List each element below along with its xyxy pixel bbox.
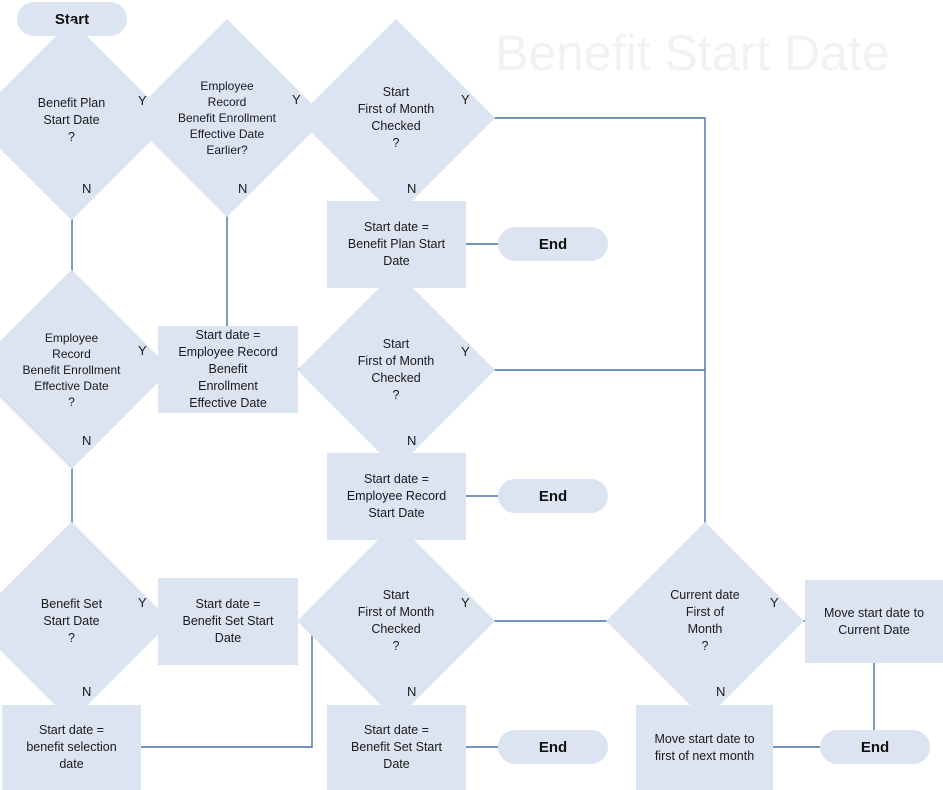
branch-label-n6: N: [82, 684, 92, 699]
terminator-end-4[interactable]: End: [820, 730, 930, 764]
branch-label-y3: Y: [461, 92, 470, 107]
process-move-to-current-date[interactable]: Move start date to Current Date: [805, 580, 943, 663]
process-move-to-first-of-next-month[interactable]: Move start date to first of next month: [636, 705, 773, 790]
branch-label-n4: N: [82, 433, 92, 448]
branch-label-n1: N: [82, 181, 92, 196]
decision-label: Employee Record Benefit Enrollment Effec…: [22, 330, 121, 409]
decision-label: Employee Record Benefit Enrollment Effec…: [177, 79, 277, 157]
decision-label: Start First of Month Checked ?: [357, 85, 435, 150]
process-start-date-benefit-set-2[interactable]: Start date = Benefit Set Start Date: [327, 705, 466, 790]
branch-label-n3: N: [407, 181, 417, 196]
branch-label-n2: N: [238, 181, 248, 196]
decision-label: Start First of Month Checked ?: [357, 337, 435, 402]
branch-label-y4: Y: [138, 343, 147, 358]
process-start-date-employee-record-effective[interactable]: Start date = Employee Record Benefit Enr…: [158, 326, 298, 413]
branch-label-n7: N: [407, 684, 417, 699]
decision-employee-record-earlier[interactable]: Employee Record Benefit Enrollment Effec…: [128, 19, 326, 217]
terminator-end-2[interactable]: End: [498, 479, 608, 513]
terminator-end-3[interactable]: End: [498, 730, 608, 764]
diagram-title: Benefit Start Date: [495, 25, 890, 81]
decision-label: Current date First of Month ?: [670, 588, 740, 653]
process-start-date-benefit-selection[interactable]: Start date = benefit selection date: [2, 705, 141, 790]
branch-label-y7: Y: [461, 595, 470, 610]
branch-label-y6: Y: [138, 595, 147, 610]
decision-benefit-set-start-date[interactable]: Benefit Set Start Date ?: [0, 521, 172, 722]
branch-label-y2: Y: [292, 92, 301, 107]
terminator-start[interactable]: Start: [17, 2, 127, 36]
decision-label: Start First of Month Checked ?: [357, 588, 435, 653]
decision-start-first-of-month-1[interactable]: Start First of Month Checked ?: [297, 19, 495, 217]
branch-label-n5: N: [407, 433, 417, 448]
branch-label-n8: N: [716, 684, 726, 699]
decision-start-first-of-month-3[interactable]: Start First of Month Checked ?: [297, 522, 495, 720]
process-start-date-benefit-set[interactable]: Start date = Benefit Set Start Date: [158, 578, 298, 665]
decision-employee-record-effective-date[interactable]: Employee Record Benefit Enrollment Effec…: [0, 269, 172, 470]
decision-current-date-first-of-month[interactable]: Current date First of Month ?: [606, 522, 804, 720]
decision-label: Benefit Plan Start Date ?: [37, 96, 106, 144]
decision-label: Benefit Set Start Date ?: [40, 597, 103, 645]
decision-benefit-plan-start-date[interactable]: Benefit Plan Start Date ?: [0, 20, 172, 221]
decision-start-first-of-month-2[interactable]: Start First of Month Checked ?: [297, 271, 495, 469]
branch-label-y5: Y: [461, 344, 470, 359]
branch-label-y8: Y: [770, 595, 779, 610]
terminator-end-1[interactable]: End: [498, 227, 608, 261]
branch-label-y1: Y: [138, 93, 147, 108]
